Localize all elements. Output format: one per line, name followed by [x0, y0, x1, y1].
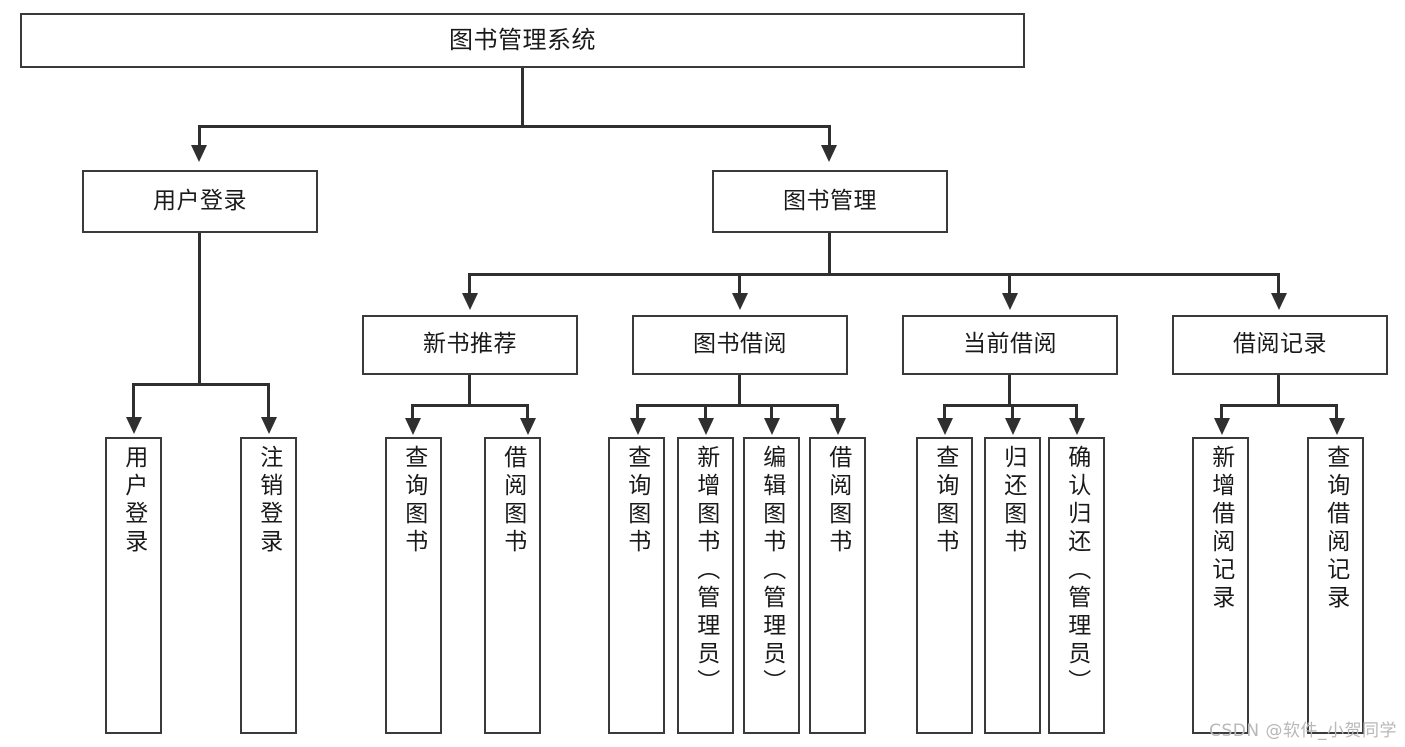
node-book-borrow[interactable]: 图书借阅 [632, 315, 848, 375]
node-label: 查询图书 [623, 445, 650, 557]
arrow-root-to-user-login [191, 145, 207, 162]
connector-book-borrow-stem [738, 375, 741, 404]
node-label: 图书管理 [783, 187, 877, 214]
connector-current-borrow-bar [943, 404, 1078, 407]
leaf-add-book-admin[interactable]: 新增图书（管理员） [677, 437, 734, 734]
connector-book-mgmt-to-record [1277, 273, 1280, 293]
connector-book-mgmt-to-borrow [738, 273, 741, 293]
leaf-edit-book-admin[interactable]: 编辑图书（管理员） [743, 437, 800, 734]
node-label: 图书管理系统 [449, 26, 596, 55]
leaf-query-borrow-record[interactable]: 查询借阅记录 [1307, 437, 1364, 734]
connector-new-book-stem [468, 375, 471, 404]
arrow-current-borrow-leaf1 [937, 418, 953, 435]
connector-borrow-record-bar [1220, 404, 1338, 407]
node-label: 新增借阅记录 [1207, 445, 1234, 613]
node-label: 新书推荐 [423, 331, 517, 358]
node-label: 归还图书 [999, 445, 1026, 557]
node-label: 注销登录 [255, 445, 282, 557]
connector-book-borrow-bar [636, 404, 839, 407]
arrow-root-to-book-mgmt [821, 145, 837, 162]
csdn-watermark: CSDN @软件_小贺同学 [1209, 721, 1397, 741]
connector-current-borrow-leaf3 [1075, 404, 1078, 418]
connector-new-book-leaf1 [411, 404, 414, 418]
arrow-book-borrow-leaf3 [764, 418, 780, 435]
connector-book-borrow-leaf1 [636, 404, 639, 418]
connector-borrow-record-stem [1277, 375, 1280, 404]
connector-book-mgmt-to-current [1008, 273, 1011, 293]
connector-current-borrow-stem [1008, 375, 1011, 404]
node-label: 新增图书（管理员） [692, 445, 719, 697]
leaf-query-book-new[interactable]: 查询图书 [385, 437, 442, 734]
node-new-book-recommend[interactable]: 新书推荐 [362, 315, 578, 375]
leaf-return-book[interactable]: 归还图书 [984, 437, 1041, 734]
node-label: 用户登录 [153, 187, 247, 214]
node-label: 用户登录 [120, 445, 147, 557]
leaf-confirm-return-admin[interactable]: 确认归还（管理员） [1048, 437, 1105, 734]
leaf-add-borrow-record[interactable]: 新增借阅记录 [1192, 437, 1249, 734]
leaf-query-book-borrow[interactable]: 查询图书 [608, 437, 665, 734]
connector-borrow-record-leaf2 [1335, 404, 1338, 418]
arrow-book-mgmt-to-record [1271, 293, 1287, 310]
connector-root-to-book-mgmt [828, 125, 831, 145]
arrow-book-borrow-leaf2 [698, 418, 714, 435]
connector-root-bar [198, 125, 831, 128]
node-label: 查询图书 [931, 445, 958, 557]
connector-new-book-leaf2 [526, 404, 529, 418]
connector-new-book-bar [411, 404, 529, 407]
connector-book-borrow-leaf2 [704, 404, 707, 418]
arrow-book-borrow-leaf4 [830, 418, 846, 435]
connector-book-mgmt-stem [828, 233, 831, 273]
node-borrow-record[interactable]: 借阅记录 [1172, 315, 1388, 375]
arrow-user-login-leaf1 [126, 417, 142, 434]
arrow-book-borrow-leaf1 [630, 418, 646, 435]
arrow-book-mgmt-to-borrow [732, 293, 748, 310]
arrow-borrow-record-leaf1 [1214, 418, 1230, 435]
leaf-logout[interactable]: 注销登录 [240, 437, 297, 734]
arrow-borrow-record-leaf2 [1329, 418, 1345, 435]
arrow-new-book-leaf1 [405, 418, 421, 435]
connector-borrow-record-leaf1 [1220, 404, 1223, 418]
node-label: 借阅记录 [1233, 331, 1327, 358]
arrow-current-borrow-leaf2 [1005, 418, 1021, 435]
connector-root-stem [521, 68, 524, 125]
connector-user-login-leaf2 [267, 383, 270, 417]
connector-book-mgmt-bar [468, 273, 1280, 276]
node-label: 当前借阅 [963, 331, 1057, 358]
leaf-query-book-current[interactable]: 查询图书 [916, 437, 973, 734]
connector-book-borrow-leaf3 [770, 404, 773, 418]
arrow-user-login-leaf2 [261, 417, 277, 434]
arrow-current-borrow-leaf3 [1069, 418, 1085, 435]
node-label: 借阅图书 [499, 445, 526, 557]
node-label: 查询借阅记录 [1322, 445, 1349, 613]
node-label: 确认归还（管理员） [1063, 445, 1090, 697]
node-user-login[interactable]: 用户登录 [82, 170, 318, 233]
leaf-borrow-book-new[interactable]: 借阅图书 [484, 437, 541, 734]
arrow-book-mgmt-to-current [1002, 293, 1018, 310]
connector-book-borrow-leaf4 [836, 404, 839, 418]
leaf-borrow-book[interactable]: 借阅图书 [809, 437, 866, 734]
node-book-management[interactable]: 图书管理 [712, 170, 948, 233]
node-label: 编辑图书（管理员） [758, 445, 785, 697]
connector-root-to-user-login [198, 125, 201, 145]
connector-current-borrow-leaf1 [943, 404, 946, 418]
node-label: 图书借阅 [693, 331, 787, 358]
node-root-system[interactable]: 图书管理系统 [20, 13, 1025, 68]
arrow-book-mgmt-to-new-book [462, 293, 478, 310]
leaf-user-login[interactable]: 用户登录 [105, 437, 162, 734]
node-current-borrow[interactable]: 当前借阅 [902, 315, 1118, 375]
connector-current-borrow-leaf2 [1011, 404, 1014, 418]
node-label: 借阅图书 [824, 445, 851, 557]
connector-user-login-bar [132, 383, 269, 386]
node-label: 查询图书 [400, 445, 427, 557]
connector-book-mgmt-to-new-book [468, 273, 471, 293]
arrow-new-book-leaf2 [520, 418, 536, 435]
connector-user-login-stem [198, 233, 201, 383]
connector-user-login-leaf1 [132, 383, 135, 417]
